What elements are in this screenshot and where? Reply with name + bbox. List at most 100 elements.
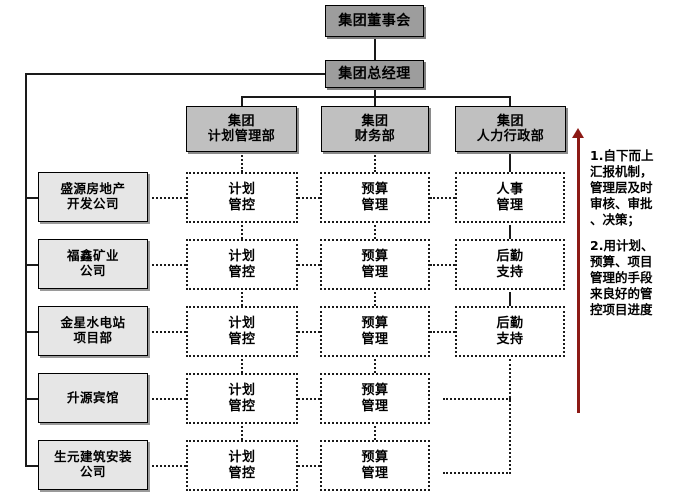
box-subsidiary-real-estate[interactable]: 盛源房地产 开发公司 [38,172,148,222]
cell-label-line2: 支持 [496,264,524,280]
box-label: 集团董事会 [338,12,411,29]
connector-row1-plan-to-finance [298,197,320,199]
cell-label-line1: 后勤 [496,316,524,332]
connector-row5-plan-to-finance [298,465,320,467]
connector-row1-sub-to-plan [148,197,186,199]
cell-label-line1: 计划 [228,316,256,332]
annotation-line-8: 管理的手段 [590,270,653,285]
annotation-line-6: 2.用计划、 [590,238,654,253]
cell-label-line2: 管控 [228,331,256,347]
connector-plan-cell-2-3 [241,292,243,306]
cell-label-line2: 管理 [361,331,389,347]
upward-arrow-shaft [577,138,580,413]
box-hr-admin-dept[interactable]: 集团 人力行政部 [455,106,566,152]
cell-label-line2: 管控 [228,398,256,414]
cell-row4-budget-management[interactable]: 预算 管理 [320,373,430,424]
cell-label-line2: 管控 [228,264,256,280]
box-finance-dept[interactable]: 集团 财务部 [321,106,429,152]
connector-finance-cell-3-4 [374,359,376,373]
left-trunk [25,73,27,467]
box-subsidiary-mining[interactable]: 福鑫矿业 公司 [38,239,148,289]
cell-label-line1: 计划 [228,383,256,399]
box-label-line1: 集团 [227,113,255,129]
cell-row3-logistics-support[interactable]: 后勤 支持 [455,306,565,357]
cell-row3-plan-control[interactable]: 计划 管控 [186,306,298,357]
cell-label-line1: 预算 [361,383,389,399]
box-label-line2: 公司 [79,464,106,479]
cell-label-line1: 计划 [228,450,256,466]
connector-row2-plan-to-finance [298,264,320,266]
connector-row3-plan-to-finance [298,331,320,333]
cell-row1-budget-management[interactable]: 预算 管理 [320,172,430,223]
box-label-line2: 计划管理部 [207,129,276,144]
cell-row1-hr-management[interactable]: 人事 管理 [455,172,565,223]
connector-row1-finance-to-hr [430,197,455,199]
connector-plan-cell-1-2 [241,225,243,239]
cell-label-line2: 支持 [496,331,524,347]
box-label-line2: 项目部 [73,330,113,345]
connector-hr-tail-down [509,359,511,474]
cell-label-line2: 管控 [228,197,256,213]
box-plan-management-dept[interactable]: 集团 计划管理部 [186,106,297,152]
cell-row2-logistics-support[interactable]: 后勤 支持 [455,239,565,290]
cell-label-line2: 管理 [361,465,389,481]
connector-row3-finance-to-hr [430,331,455,333]
connector-finance-column-spine [374,152,376,172]
cell-label-line1: 计划 [228,182,256,198]
cell-label-line2: 管理 [361,197,389,213]
connector-bus-to-hr-dept [509,96,511,106]
box-label-line1: 生元建筑安装 [53,449,132,465]
connector-plan-column-spine [241,152,243,172]
connector-hr-cell-1-2 [509,225,511,239]
connector-trunk-to-subsidiary-5 [25,465,38,467]
connector-row4-plan-to-finance [298,398,320,400]
connector-row5-sub-to-plan [148,465,186,467]
box-label: 集团总经理 [338,65,411,82]
annotation-line-7: 预算、项目 [590,254,653,269]
connector-bus-to-plan-dept [241,96,243,106]
box-subsidiary-hydropower[interactable]: 金星水电站 项目部 [38,306,148,356]
cell-label-line1: 预算 [361,450,389,466]
box-subsidiary-hotel[interactable]: 升源宾馆 [38,373,148,423]
box-label-line1: 盛源房地产 [60,181,126,197]
connector-bus-to-finance-dept [374,96,376,106]
cell-row2-budget-management[interactable]: 预算 管理 [320,239,430,290]
annotation-line-1: 1.自下而上 [590,148,654,163]
annotation-note: 1.自下而上 汇报机制， 管理层及时 审核、审批 、决策； 2.用计划、 预算、… [590,148,670,318]
cell-row5-budget-management[interactable]: 预算 管理 [320,440,430,491]
cell-label-line1: 计划 [228,249,256,265]
annotation-line-3: 管理层及时 [590,180,653,195]
box-label-line1: 集团 [361,113,389,129]
cell-row2-plan-control[interactable]: 计划 管控 [186,239,298,290]
cell-row1-plan-control[interactable]: 计划 管控 [186,172,298,223]
box-general-manager[interactable]: 集团总经理 [325,60,424,88]
annotation-line-2: 汇报机制， [590,164,653,179]
connector-row2-finance-to-hr [430,264,455,266]
annotation-line-9: 来良好的管 [590,286,653,301]
connector-trunk-to-subsidiary-4 [25,398,38,400]
connector-hr-tail-row5 [443,472,511,474]
connector-row3-sub-to-plan [148,331,186,333]
connector-plan-cell-4-5 [241,426,243,440]
cell-row4-plan-control[interactable]: 计划 管控 [186,373,298,424]
box-subsidiary-construction[interactable]: 生元建筑安装 公司 [38,440,148,490]
box-board-of-directors[interactable]: 集团董事会 [325,5,424,37]
box-label-line1: 升源宾馆 [66,389,119,405]
cell-row3-budget-management[interactable]: 预算 管理 [320,306,430,357]
connector-row2-sub-to-plan [148,264,186,266]
connector-hr-cell-2-3 [509,292,511,306]
box-label-line2: 开发公司 [66,196,119,211]
upward-arrow-head-icon [572,128,584,138]
annotation-spacer [590,228,670,238]
connector-row4-sub-to-plan [148,398,186,400]
annotation-line-5: 、决策； [590,212,641,227]
cell-label-line1: 预算 [361,249,389,265]
annotation-line-10: 控项目进度 [590,302,653,317]
connector-plan-cell-3-4 [241,359,243,373]
connector-board-to-gm [374,37,376,60]
cell-label-line2: 管理 [361,264,389,280]
connector-trunk-to-subsidiary-2 [25,264,38,266]
box-label-line1: 福鑫矿业 [66,248,119,264]
cell-row5-plan-control[interactable]: 计划 管控 [186,440,298,491]
